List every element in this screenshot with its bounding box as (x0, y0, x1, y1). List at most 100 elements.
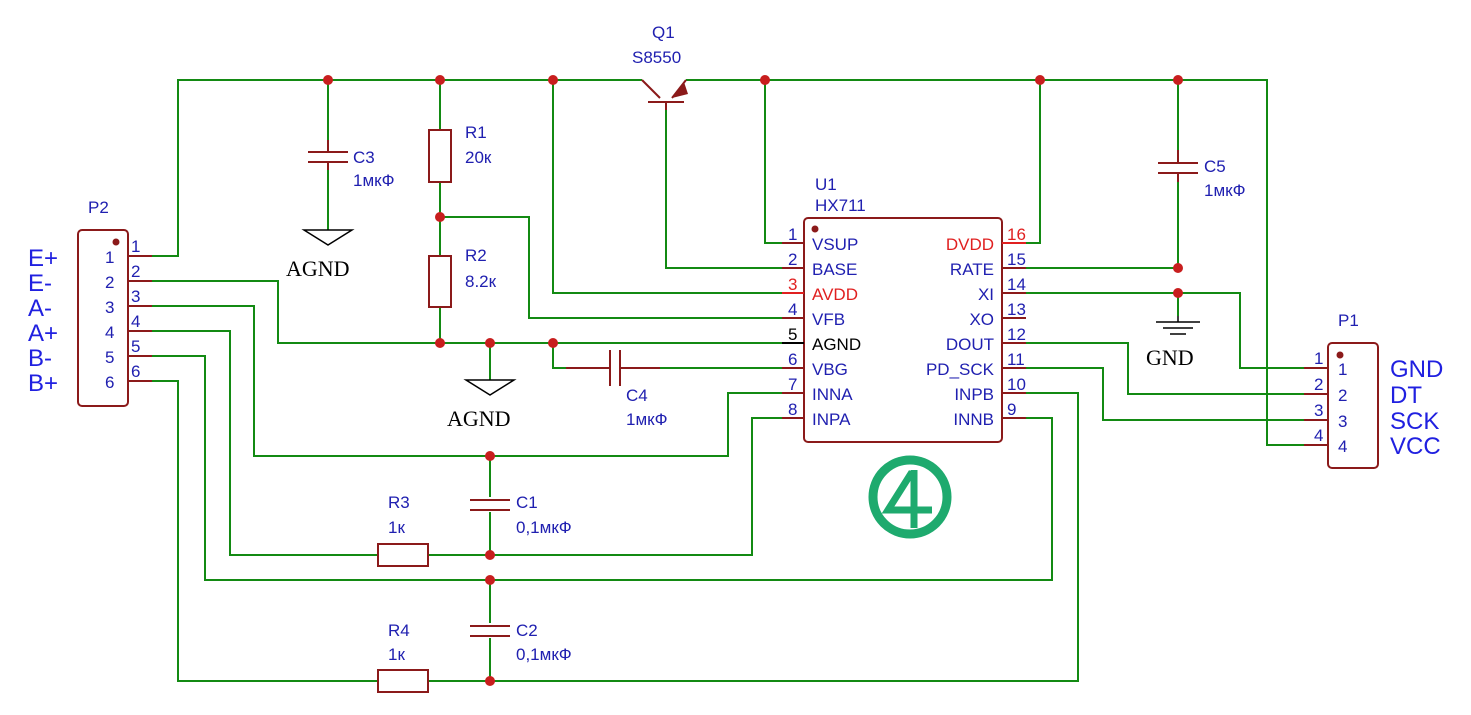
p2-signal-a-plus: A+ (28, 320, 58, 347)
u1-pin-10-name: INPB (954, 385, 994, 404)
capacitor-c3: C3 1мкФ (308, 140, 395, 190)
agnd-label-r2: AGND (447, 406, 511, 431)
u1-pin-3-num: 3 (788, 275, 797, 294)
gnd-label: GND (1146, 345, 1194, 370)
u1-right-pins: 16 DVDD 15 RATE 14 XI 13 XO 12 DOUT 11 P… (926, 225, 1026, 429)
p2-pin-2-in: 2 (105, 273, 114, 292)
u1-pin-2-num: 2 (788, 250, 797, 269)
u1-pin-4-name: VFB (812, 310, 845, 329)
p2-signal-b-plus: B+ (28, 370, 58, 397)
p2-pin-3-in: 3 (105, 298, 114, 317)
u1-value: HX711 (815, 196, 866, 215)
capacitor-c4: C4 1мкФ (566, 350, 668, 429)
r2-ref: R2 (465, 246, 487, 265)
c5-ref: C5 (1204, 157, 1226, 176)
p1-pin-4-in: 4 (1338, 437, 1347, 456)
u1-pin-5-num: 5 (788, 325, 797, 344)
p2-pin-3-out: 3 (131, 287, 140, 306)
u1-pin-14-num: 14 (1007, 275, 1026, 294)
p2-signal-e-plus: E+ (28, 245, 58, 272)
p2-pin-1-in: 1 (105, 248, 114, 267)
p1-pin-2-in: 2 (1338, 386, 1347, 405)
p2-pin-6-in: 6 (105, 373, 114, 392)
c5-value: 1мкФ (1204, 181, 1246, 200)
p1-signal-sck: SCK (1390, 408, 1439, 435)
r2-value: 8.2к (465, 272, 497, 291)
r3-value: 1к (388, 518, 405, 537)
u1-pin-5-name: AGND (812, 335, 861, 354)
agnd-symbol-c3: AGND (286, 229, 355, 281)
resistor-r1: R1 20к (428, 123, 492, 183)
u1-pin-12-num: 12 (1007, 325, 1026, 344)
p1-signal-labels: GND DT SCK VCC (1390, 356, 1443, 460)
capacitor-c5: C5 1мкФ (1158, 150, 1246, 200)
c3-ref: C3 (353, 148, 375, 167)
connector-p2: P2 (77, 198, 129, 407)
u1-pin-6-num: 6 (788, 350, 797, 369)
p2-ref: P2 (88, 198, 109, 217)
u1-pin-2-name: BASE (812, 260, 857, 279)
p2-pin-1-out: 1 (131, 237, 140, 256)
u1-pin-15-name: RATE (950, 260, 994, 279)
u1-pin-11-num: 11 (1007, 350, 1025, 369)
u1-pin-13-num: 13 (1007, 300, 1026, 319)
p1-ref: P1 (1338, 311, 1359, 330)
r4-value: 1к (388, 645, 405, 664)
p1-pin-3-out: 3 (1314, 401, 1323, 420)
agnd-symbol-r2: AGND (447, 379, 517, 431)
c3-value: 1мкФ (353, 171, 395, 190)
u1-pin-7-num: 7 (788, 375, 797, 394)
p1-pins: 1 2 3 4 1 2 3 4 (1304, 349, 1347, 456)
p2-pin-5-out: 5 (131, 337, 140, 356)
p1-signal-gnd: GND (1390, 356, 1443, 383)
p1-pin-2-out: 2 (1314, 375, 1323, 394)
u1-pin-10-num: 10 (1007, 375, 1026, 394)
connector-p1: P1 (1327, 311, 1379, 469)
u1-ref: U1 (815, 175, 837, 194)
u1-pin-1-name: VSUP (812, 235, 858, 254)
u1-pin-8-name: INPA (812, 410, 851, 429)
ic-u1-hx711: U1 HX711 (782, 175, 1026, 443)
u1-pin-9-num: 9 (1007, 400, 1016, 419)
c4-value: 1мкФ (626, 410, 668, 429)
c4-ref: C4 (626, 386, 648, 405)
p2-signal-labels: E+ E- A- A+ B- B+ (28, 245, 58, 397)
r1-ref: R1 (465, 123, 487, 142)
u1-pin-12-name: DOUT (946, 335, 994, 354)
p1-signal-vcc: VCC (1390, 433, 1441, 460)
p1-pin-3-in: 3 (1338, 412, 1347, 431)
resistor-r4: R4 1к (377, 621, 429, 693)
p1-signal-dt: DT (1390, 382, 1422, 409)
p2-pin-4-in: 4 (105, 323, 114, 342)
gnd-symbol: GND (1146, 316, 1200, 370)
p1-pin-4-out: 4 (1314, 426, 1323, 445)
p2-pin-2-out: 2 (131, 262, 140, 281)
p2-signal-b-minus: B- (28, 345, 52, 372)
capacitor-c1: C1 0,1мкФ (470, 493, 572, 537)
resistor-r2: R2 8.2к (428, 246, 497, 308)
p2-pin-4-out: 4 (131, 312, 140, 331)
junctions (323, 75, 1183, 686)
u1-pin-8-num: 8 (788, 400, 797, 419)
p2-pins: 1 2 3 4 5 6 1 2 3 4 5 6 (105, 237, 152, 392)
p2-signal-e-minus: E- (28, 270, 52, 297)
capacitor-c2: C2 0,1мкФ (470, 621, 572, 664)
u1-pin-1-num: 1 (788, 225, 797, 244)
u1-pin-14-name: XI (978, 285, 994, 304)
u1-left-pins: 1 VSUP 2 BASE 3 AVDD 4 VFB 5 AGND 6 VBG … (788, 225, 861, 429)
u1-pin-9-name: INNB (953, 410, 994, 429)
u1-pin-3-name: AVDD (812, 285, 858, 304)
p2-signal-a-minus: A- (28, 295, 52, 322)
q1-value: S8550 (632, 48, 681, 67)
c2-value: 0,1мкФ (516, 645, 572, 664)
p2-pin-5-in: 5 (105, 348, 114, 367)
transistor-q1: Q1 S8550 (632, 23, 688, 110)
u1-pin-16-name: DVDD (946, 235, 994, 254)
r3-ref: R3 (388, 493, 410, 512)
u1-pin-15-num: 15 (1007, 250, 1026, 269)
q1-ref: Q1 (652, 23, 675, 42)
u1-pin-13-name: XO (969, 310, 994, 329)
wires (152, 79, 1318, 682)
r1-value: 20к (465, 148, 492, 167)
